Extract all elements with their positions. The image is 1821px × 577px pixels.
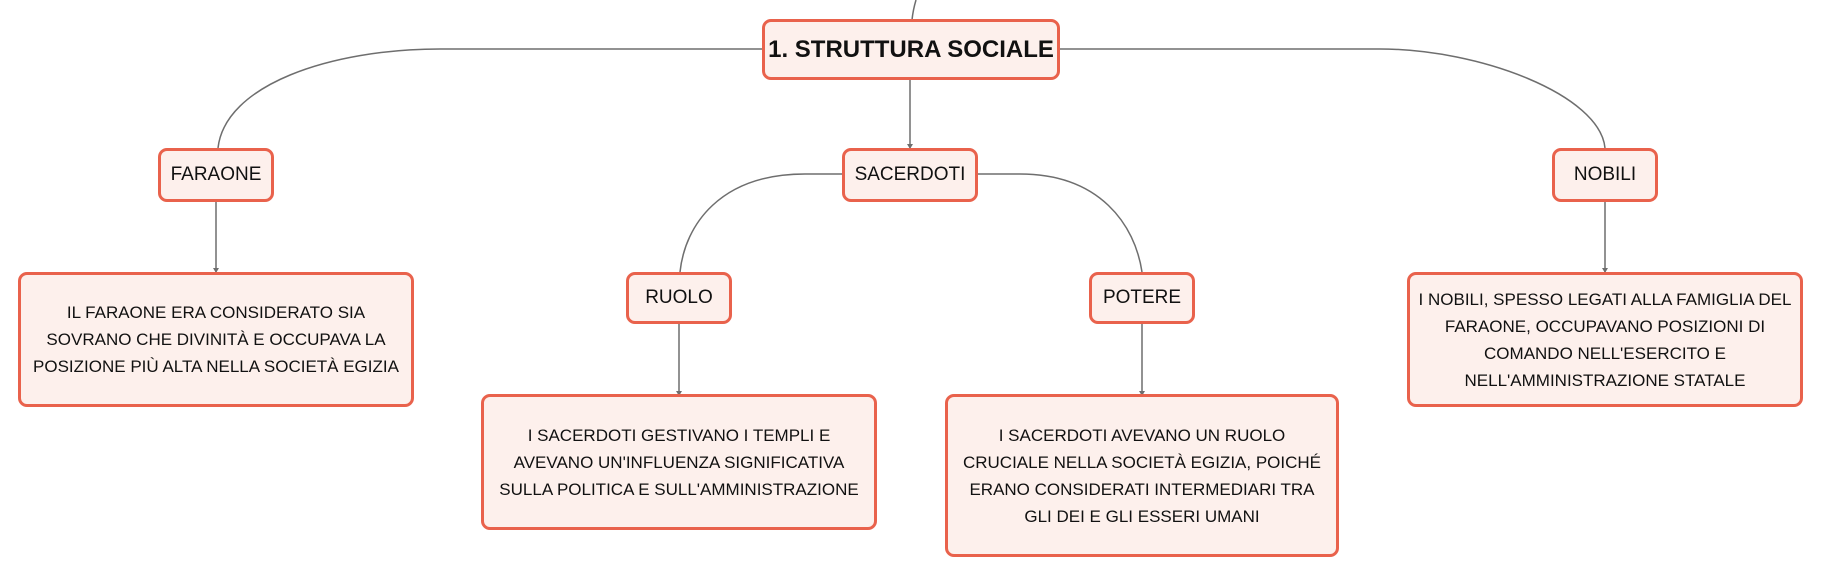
node-ruolo-label: RUOLO bbox=[645, 287, 713, 308]
node-ruolo[interactable]: RUOLO bbox=[626, 272, 732, 324]
node-sacerdoti-label: SACERDOTI bbox=[854, 164, 966, 185]
node-nobili-description[interactable]: I NOBILI, SPESSO LEGATI ALLA FAMIGLIA DE… bbox=[1407, 272, 1803, 407]
node-potere-description[interactable]: I SACERDOTI AVEVANO UN RUOLO CRUCIALE NE… bbox=[945, 394, 1339, 557]
faraone-description-text: IL FARAONE ERA CONSIDERATO SIA SOVRANO C… bbox=[33, 303, 399, 376]
connector-root-faraone bbox=[217, 48, 763, 149]
connector-root-nobili bbox=[1060, 48, 1606, 149]
potere-description-text: I SACERDOTI AVEVANO UN RUOLO CRUCIALE NE… bbox=[962, 425, 1322, 526]
connector-sacerdoti-ruolo bbox=[679, 173, 843, 273]
node-potere[interactable]: POTERE bbox=[1089, 272, 1195, 324]
node-faraone-description[interactable]: IL FARAONE ERA CONSIDERATO SIA SOVRANO C… bbox=[18, 272, 414, 407]
connector-sacerdoti-potere bbox=[978, 173, 1143, 273]
connector-from-above bbox=[911, 0, 917, 21]
node-nobili[interactable]: NOBILI bbox=[1552, 148, 1658, 202]
nobili-description-text: I NOBILI, SPESSO LEGATI ALLA FAMIGLIA DE… bbox=[1418, 289, 1792, 390]
node-ruolo-description[interactable]: I SACERDOTI GESTIVANO I TEMPLI E AVEVANO… bbox=[481, 394, 877, 530]
root-node-label: 1. STRUTTURA SOCIALE bbox=[768, 35, 1054, 63]
node-nobili-label: NOBILI bbox=[1573, 164, 1637, 185]
node-faraone[interactable]: FARAONE bbox=[158, 148, 274, 202]
ruolo-description-text: I SACERDOTI GESTIVANO I TEMPLI E AVEVANO… bbox=[499, 425, 859, 499]
node-sacerdoti[interactable]: SACERDOTI bbox=[842, 148, 978, 202]
node-potere-label: POTERE bbox=[1102, 287, 1182, 308]
root-node[interactable]: 1. STRUTTURA SOCIALE bbox=[762, 19, 1060, 80]
node-faraone-label: FARAONE bbox=[170, 164, 262, 185]
